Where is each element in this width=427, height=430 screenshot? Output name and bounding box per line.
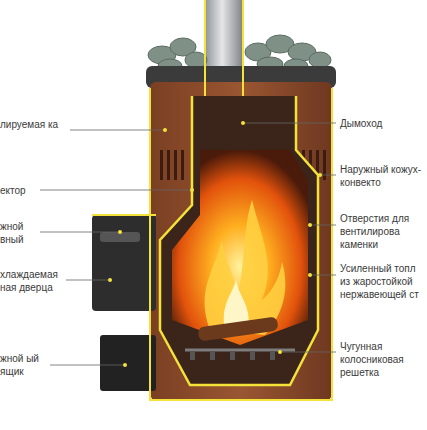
part-label: Отверстия для вентилирова каменки [340, 212, 427, 251]
part-label: Дымоход [340, 117, 427, 130]
part-label: лируемая ка [0, 118, 68, 131]
part-label: Чугунная колосниковая решетка [340, 340, 427, 379]
part-label: ектор [0, 184, 40, 197]
part-label: Наружный кожух-конвекто [340, 163, 427, 189]
part-label: Усиленный топл из жаростойкой нержавеюще… [340, 262, 427, 301]
part-label: жной вный [0, 220, 40, 246]
part-label: хлаждаемая ная дверца [0, 268, 66, 294]
part-label: жной ый ящик [0, 352, 50, 378]
